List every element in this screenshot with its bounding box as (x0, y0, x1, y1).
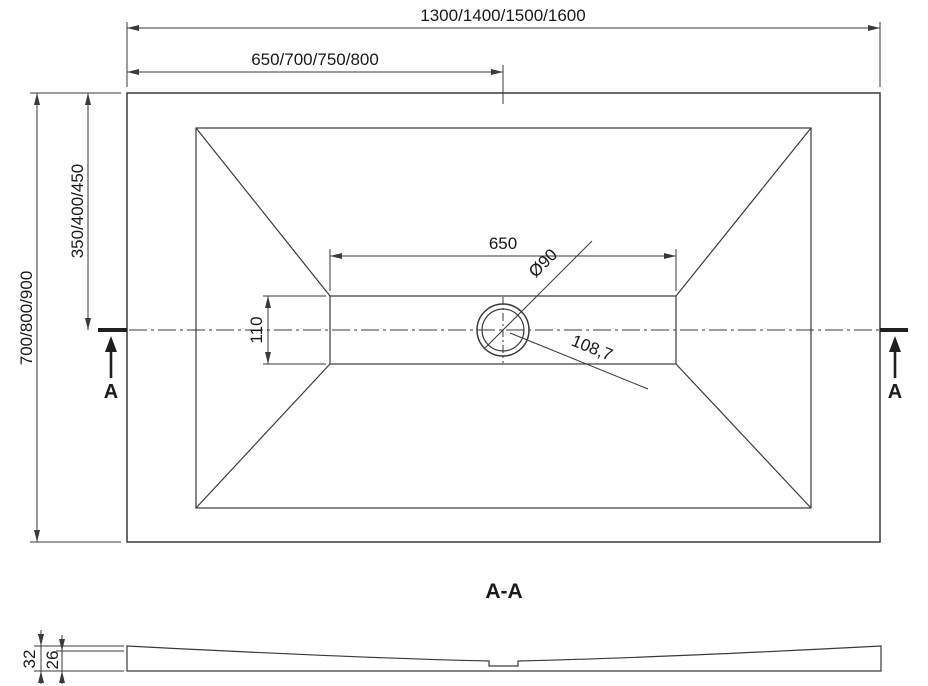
section-marker-left-label: A (104, 381, 118, 403)
tray-inner-rim (195, 127, 812, 509)
slope-edge-bottom-left (195, 363, 331, 509)
section-marker-left: A (104, 336, 118, 403)
dimension-overall-width: 1300/1400/1500/1600 (126, 6, 881, 87)
section-title: A-A (485, 580, 522, 603)
dim-channel-width-label: 110 (247, 316, 266, 343)
dimension-drain-offset-y: 350/400/450 (68, 93, 91, 330)
slope-edge-bottom-right (675, 363, 812, 509)
dimension-drain-offset-x: 650/700/750/800 (127, 50, 504, 104)
drain-diameter-leader (483, 240, 593, 350)
section-marker-right-label: A (888, 381, 902, 403)
section-marker-right: A (888, 336, 902, 403)
dimension-channel-width: 110 (247, 295, 326, 365)
dim-channel-length-label: 650 (489, 234, 517, 253)
dim-section-edge-height-label: 32 (20, 650, 39, 669)
dim-drain-offset-x-label: 650/700/750/800 (251, 50, 379, 69)
dim-overall-width-label: 1300/1400/1500/1600 (420, 6, 585, 25)
dimension-section-edge-height: 32 (20, 630, 124, 684)
slope-edge-top-left (195, 127, 331, 297)
top-view (98, 92, 908, 543)
slope-edge-top-right (675, 127, 812, 297)
dimension-section-center-height: 26 (43, 635, 124, 684)
section-arrow-head (105, 336, 117, 352)
section-view: A-A 32 26 (20, 580, 882, 684)
drain-diagonal-leader (509, 332, 649, 390)
dimension-overall-depth: 700/800/900 (17, 92, 121, 543)
dim-overall-depth-label: 700/800/900 (17, 271, 36, 366)
section-arrow-head (889, 336, 901, 352)
section-profile (126, 645, 882, 672)
dimension-channel-length: 650 (329, 234, 677, 291)
dim-drain-offset-y-label: 350/400/450 (68, 164, 87, 259)
drain-callouts: Ø90 108,7 (483, 240, 649, 390)
dim-section-center-height-label: 26 (43, 651, 62, 670)
dim-drain-diameter-label: Ø90 (525, 245, 561, 281)
